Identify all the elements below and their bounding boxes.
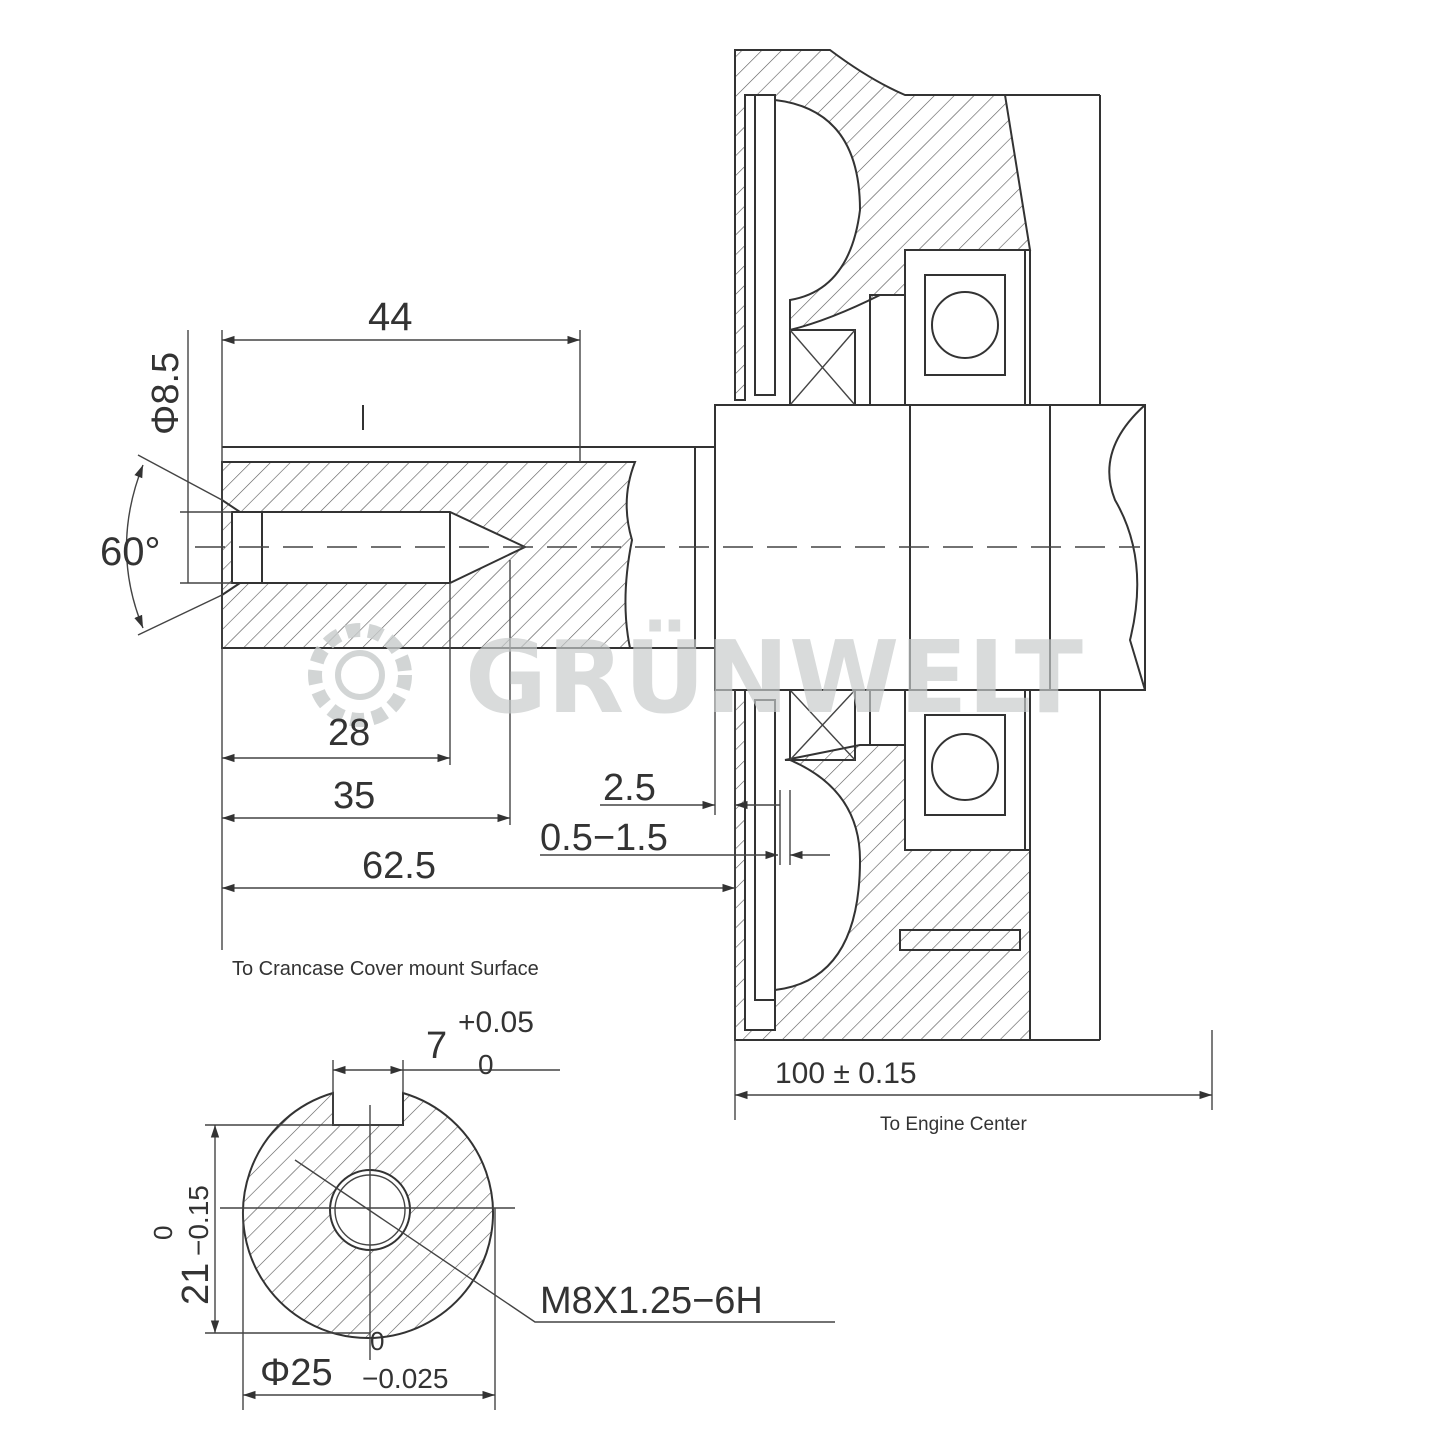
dim-44: 44 [368, 295, 413, 339]
brand-watermark: GRÜNWELT [308, 619, 1083, 736]
crankcase-housing [734, 49, 1101, 1041]
dim-35: 35 [333, 775, 375, 817]
dim-2-5: 2.5 [603, 767, 656, 809]
dim-flat-height: 21 [175, 1263, 217, 1305]
dim-bore-diameter: Φ8.5 [145, 352, 187, 435]
dim-shaft-lower-tol: −0.025 [362, 1363, 448, 1394]
dim-flat-upper-tol: 0 [148, 1226, 178, 1240]
note-crankcase: To Crancase Cover mount Surface [232, 958, 539, 980]
dim-shaft-upper-tol: 0 [370, 1326, 384, 1356]
note-engine-center: To Engine Center [880, 1114, 1027, 1135]
shaft-cross-section [205, 1060, 835, 1410]
dim-gap: 0.5−1.5 [540, 817, 668, 859]
dim-key-width: 7 [426, 1025, 447, 1067]
crankshaft [195, 404, 1146, 691]
dim-thread: M8X1.25−6H [540, 1280, 763, 1322]
dimension-lines [125, 330, 1213, 1120]
dim-flat-lower-tol: −0.15 [183, 1185, 214, 1256]
dim-shaft-diameter: Φ25 [260, 1352, 333, 1394]
dim-62-5: 62.5 [362, 845, 436, 887]
dim-to-center: 100 ± 0.15 [775, 1057, 917, 1090]
dim-28: 28 [328, 712, 370, 754]
watermark-text: GRÜNWELT [465, 619, 1083, 736]
dim-key-upper-tol: +0.05 [458, 1006, 534, 1039]
dim-chamfer-angle: 60° [100, 530, 161, 574]
dim-key-lower-tol: 0 [478, 1049, 494, 1080]
